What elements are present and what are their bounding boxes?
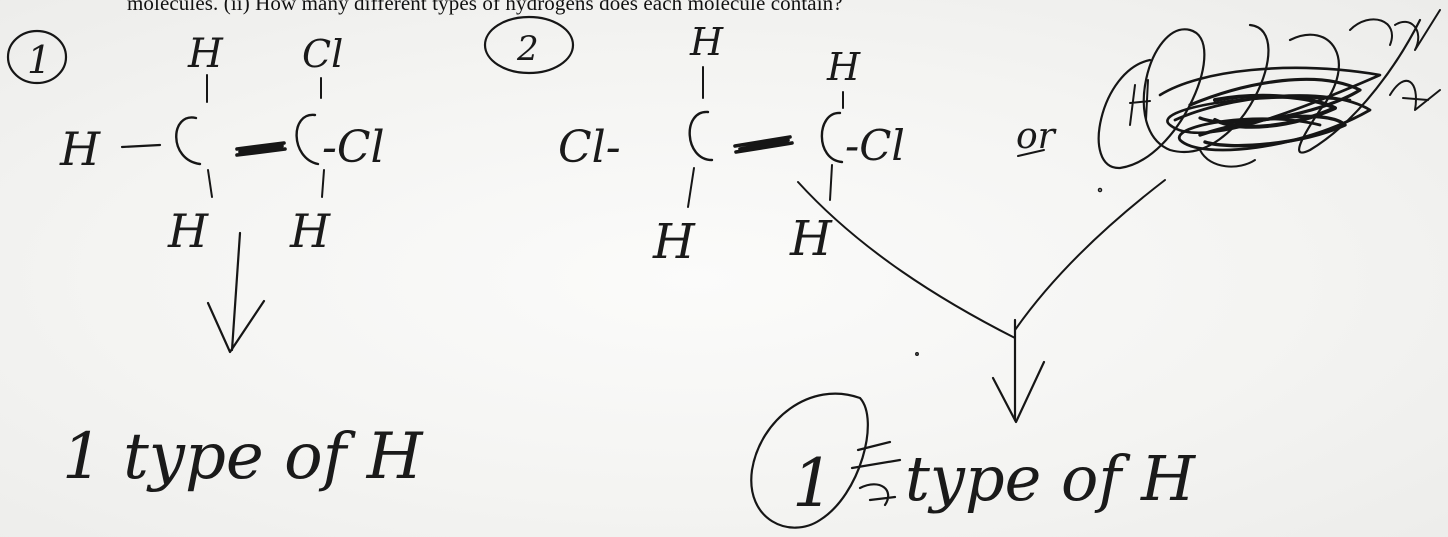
mol1-answer-arrowhead xyxy=(206,299,266,354)
mol1-h-left: H xyxy=(59,122,101,176)
question-text: molecules. (ii) How many different types… xyxy=(127,0,843,15)
mol2-arrow-right-branch xyxy=(1014,179,1166,331)
mol2-or-label: or xyxy=(1016,116,1057,157)
mol2-double-bond xyxy=(733,135,794,154)
molecule-1-number-circle xyxy=(6,29,68,85)
mol2-answer-circle xyxy=(750,392,869,529)
mol1-cl-right: -Cl xyxy=(322,122,385,173)
mol1-cl-top: Cl xyxy=(302,32,343,76)
mol2-h-bottom-left: H xyxy=(652,214,696,270)
mol2-bond-h-bl xyxy=(687,167,695,208)
molecule-2-number: 2 xyxy=(516,29,539,69)
mol1-answer: 1 type of H xyxy=(62,420,424,494)
mol2-carbon-2 xyxy=(820,111,844,164)
molecule-1: 1 H Cl H -Cl H H 1 type of H xyxy=(6,29,424,494)
mol2-arrow-left-branch xyxy=(797,181,1016,339)
mol2-cl-left: Cl- xyxy=(558,122,621,173)
mol1-carbon-2 xyxy=(295,113,320,166)
mol1-double-bond xyxy=(235,141,287,157)
mol2-answer-circled: 1 xyxy=(792,445,834,522)
mol1-carbon-1 xyxy=(175,116,202,166)
molecule-2-number-circle xyxy=(483,15,575,75)
molecule-1-number: 1 xyxy=(27,38,51,82)
mol1-answer-arrow xyxy=(230,231,242,352)
mol2-bond-h-br xyxy=(829,164,833,201)
mol2-answer: type of H xyxy=(905,442,1197,515)
mol2-h-bottom-right: H xyxy=(789,211,833,267)
molecule-2: 2 H H Cl- -Cl H H or xyxy=(483,9,1441,529)
mol2-h-top-right: H xyxy=(826,45,861,89)
pen-dot xyxy=(1097,187,1103,193)
pen-dot xyxy=(915,352,919,356)
scribbled-structure xyxy=(1097,9,1441,170)
mol2-h-top-left: H xyxy=(689,20,724,64)
mol2-carbon-1 xyxy=(688,110,714,162)
mol1-bond-h-bl xyxy=(207,169,213,198)
mol1-bond-h-left xyxy=(120,143,162,149)
mol1-h-bottom-right: H xyxy=(289,204,331,258)
mol2-cl-right: -Cl xyxy=(845,121,905,170)
mol2-answer-arrowhead xyxy=(991,360,1046,424)
mol1-h-top: H xyxy=(187,31,224,77)
mol1-bond-h-br xyxy=(321,169,325,198)
mol1-h-bottom-left: H xyxy=(167,204,209,258)
crossed-out-digit xyxy=(850,440,902,507)
or-underline xyxy=(1017,149,1045,157)
